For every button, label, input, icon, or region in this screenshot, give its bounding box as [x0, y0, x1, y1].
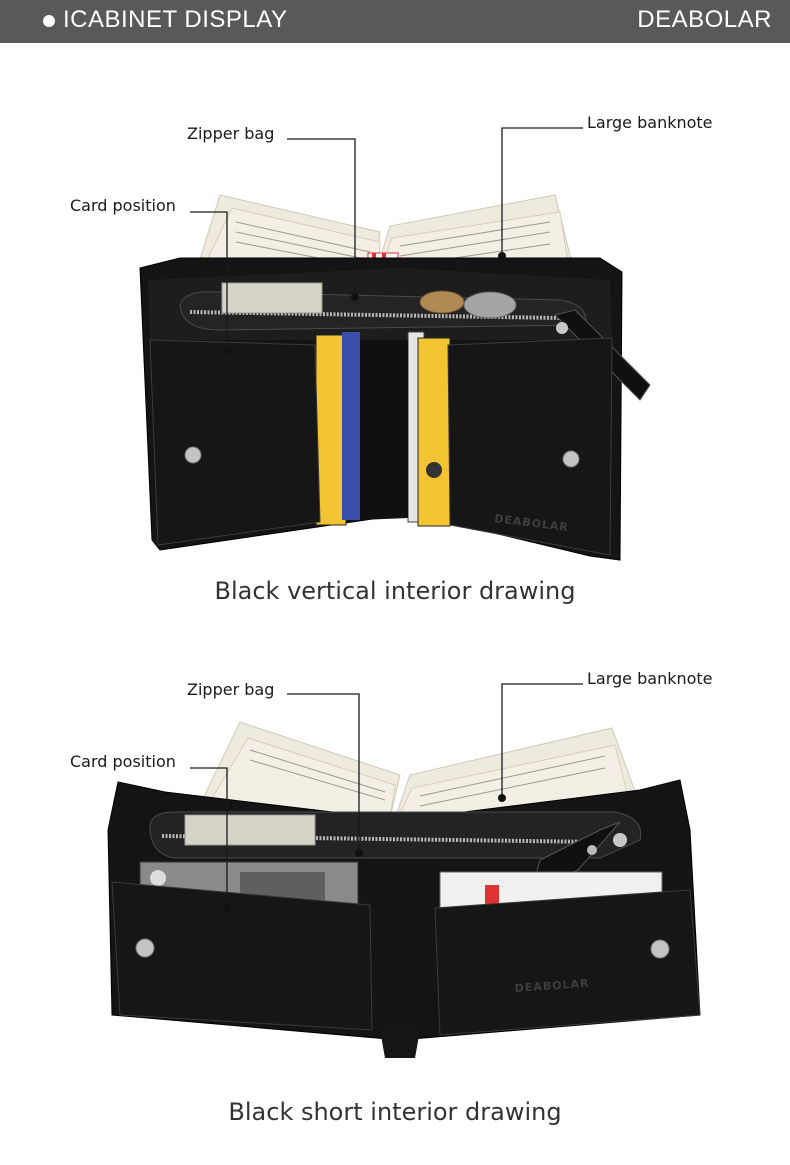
vertical-wallet-image: DEABOLAR — [139, 127, 651, 561]
label-zipper-bag: Zipper bag — [187, 124, 275, 143]
caption-vertical: Black vertical interior drawing — [214, 577, 576, 605]
caption-short: Black short interior drawing — [228, 1098, 562, 1126]
label-large-banknote: Large banknote — [587, 669, 713, 688]
bullet-dot-icon — [43, 15, 55, 27]
short-wallet-image: DEABOLAR — [107, 683, 701, 1058]
section-short-wallet: DEABOLAR Zipper bag Large banknote Card … — [0, 560, 790, 1126]
label-card-position: Card position — [70, 752, 176, 771]
callout-lines — [190, 127, 583, 350]
callout-lines — [190, 683, 583, 908]
section-vertical-wallet: DEABOLAR Zipper bag Large banknote Card … — [0, 0, 790, 605]
header-title: ICABINET DISPLAY — [63, 6, 288, 33]
label-large-banknote: Large banknote — [587, 113, 713, 132]
header-bar: ICABINET DISPLAY DEABOLAR — [0, 0, 790, 43]
wallet-logo: DEABOLAR — [514, 977, 590, 995]
label-card-position: Card position — [70, 196, 176, 215]
label-zipper-bag: Zipper bag — [187, 680, 275, 699]
header-brand: DEABOLAR — [637, 6, 772, 33]
